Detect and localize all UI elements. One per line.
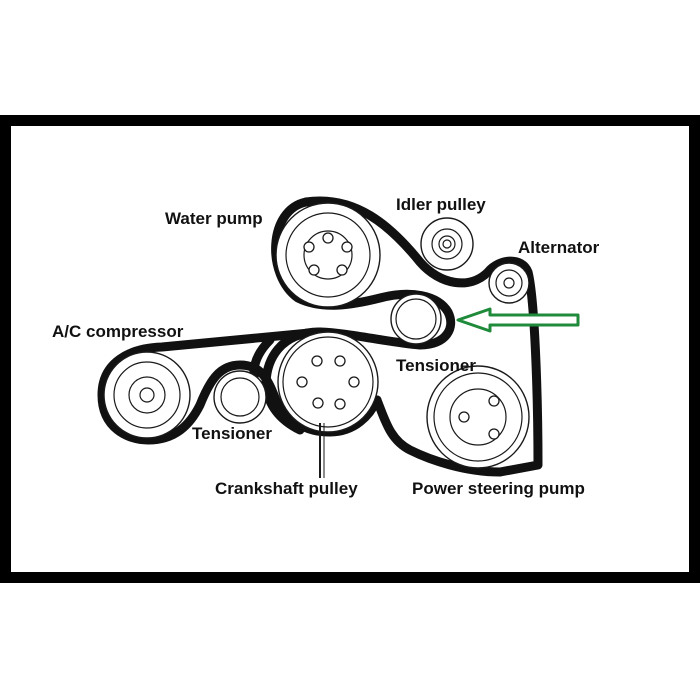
alternator-pulley	[488, 262, 530, 304]
label-power-steering-pump: Power steering pump	[412, 479, 585, 498]
ac-compressor-pulley	[103, 351, 191, 439]
left-arrow-icon	[456, 307, 580, 333]
tensioner-upper-pulley	[390, 293, 442, 345]
crankshaft-pulley	[277, 331, 379, 478]
label-idler-pulley: Idler pulley	[396, 195, 486, 214]
power-steering-pump-pulley	[426, 365, 530, 469]
water-pump-pulley	[275, 202, 381, 308]
label-water-pump: Water pump	[165, 209, 263, 228]
serpentine-belt	[97, 196, 543, 477]
label-tensioner-lower: Tensioner	[192, 424, 272, 443]
label-crankshaft-pulley: Crankshaft pulley	[215, 479, 358, 498]
idler-pulley	[420, 217, 474, 271]
tensioner-lower-pulley	[213, 370, 267, 424]
label-alternator: Alternator	[518, 238, 600, 257]
label-tensioner-upper: Tensioner	[396, 356, 476, 375]
label-ac-compressor: A/C compressor	[52, 322, 184, 341]
